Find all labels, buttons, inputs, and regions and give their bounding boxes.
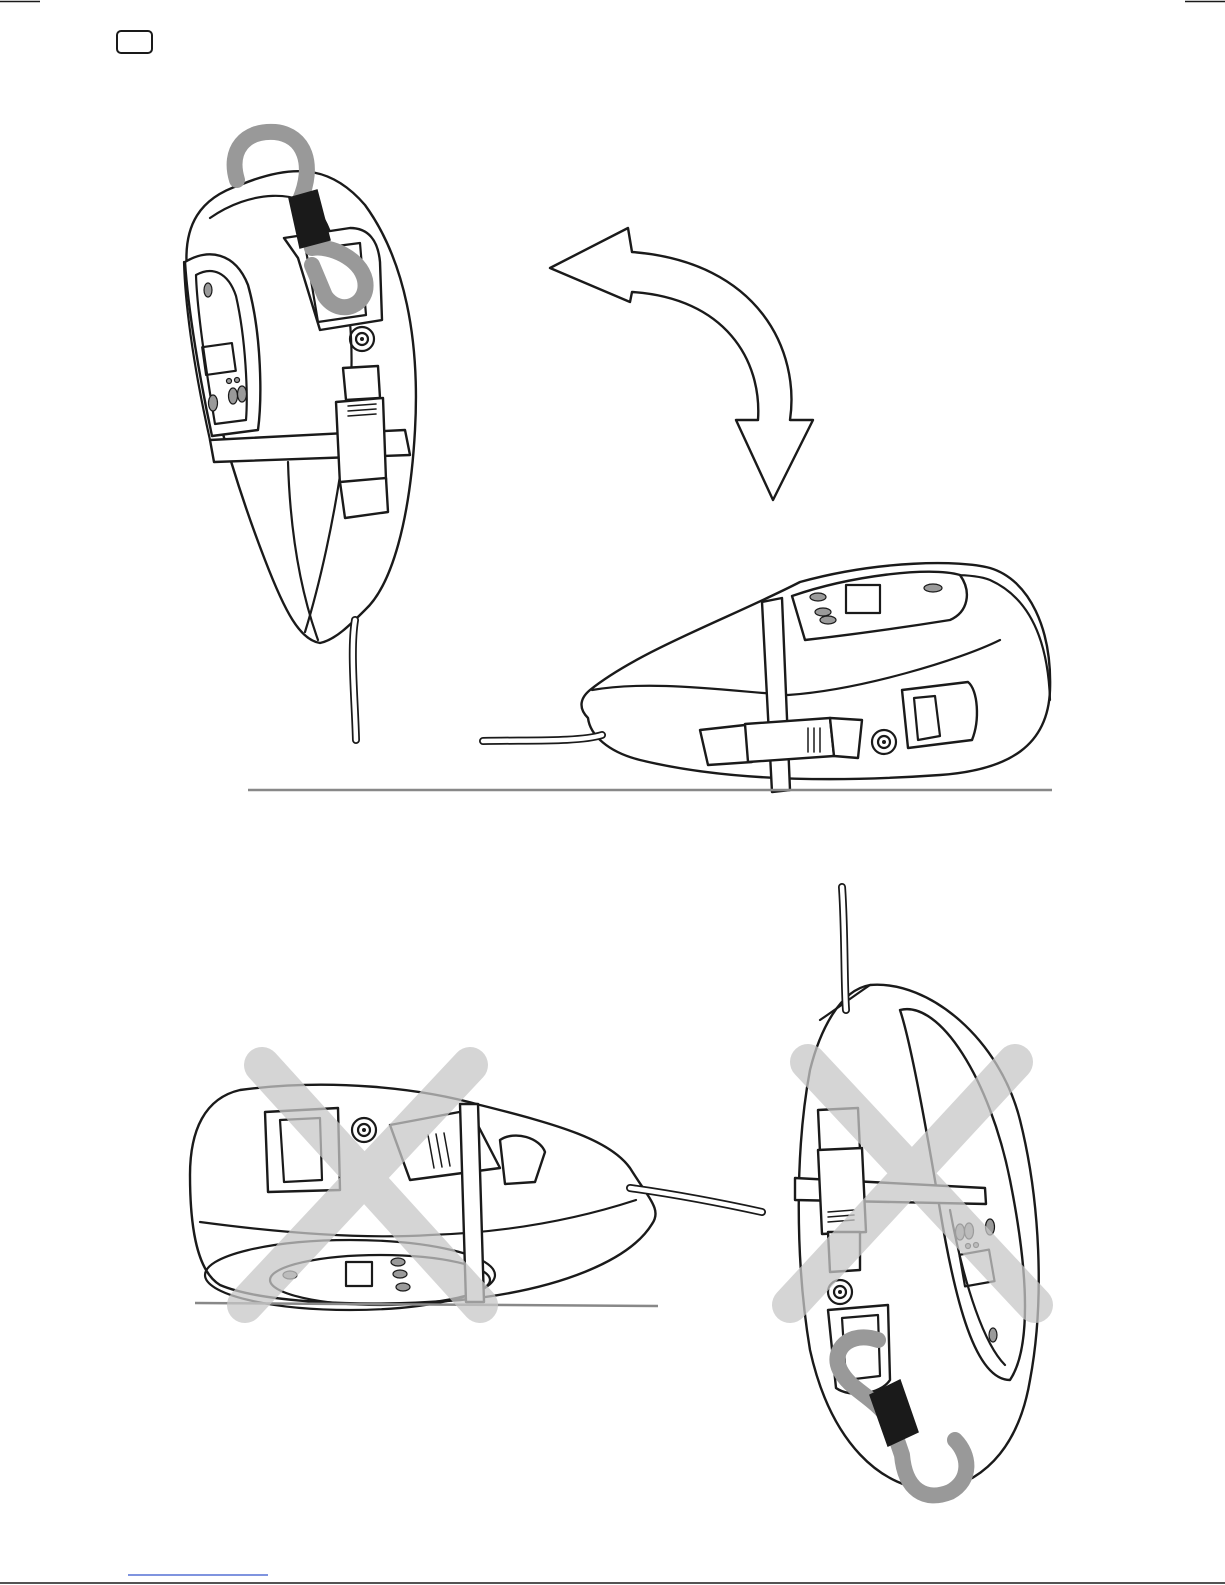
printer-upright-figure [184,132,416,740]
orientation-arrow-icon [550,228,813,500]
page-badge-icon [117,31,152,53]
printer-lying-figure [483,563,1050,792]
